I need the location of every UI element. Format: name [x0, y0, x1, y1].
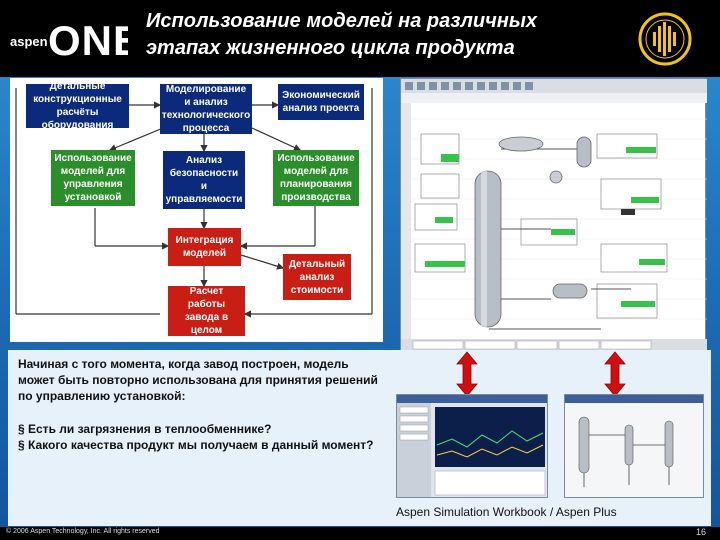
box-plant-calculation: Расчет работы завода в целом	[168, 286, 245, 336]
flowsheet-screenshot	[564, 394, 704, 498]
double-arrow-left-icon	[456, 351, 478, 397]
box-economic-analysis: Экономический анализ проекта	[278, 84, 364, 120]
bullet-item: § Какого качества продукт мы получаем в …	[18, 438, 374, 452]
logo-small-text: aspen	[10, 34, 48, 49]
slide-title: Использование моделей на различных этапа…	[146, 8, 626, 62]
box-cost-analysis: Детальный анализ стоимости	[283, 254, 351, 300]
caption: Aspen Simulation Workbook / Aspen Plus	[396, 505, 617, 519]
diagram-connectors	[15, 88, 373, 318]
double-arrows	[456, 351, 626, 397]
page-number: 16	[695, 527, 706, 537]
box-model-integration: Интеграция моделей	[168, 228, 241, 266]
brand-emblem-icon	[637, 8, 693, 70]
title-line-1: Использование моделей на различных	[146, 10, 538, 32]
double-arrow-right-icon	[604, 351, 626, 397]
aspen-one-logo: aspen ONE	[10, 12, 141, 66]
intro-text: Начиная с того момента, когда завод пост…	[18, 357, 378, 403]
box-process-modeling: Моделирование и анализ технологического …	[160, 84, 252, 134]
footer-bar: © 2006 Aspen Technology, Inc. All rights…	[0, 527, 720, 540]
copyright-text: © 2006 Aspen Technology, Inc. All rights…	[6, 528, 160, 535]
box-safety-analysis: Анализ безопасности и управляемости	[163, 151, 245, 209]
bullet-item: § Есть ли загрязнения в теплообменнике?	[18, 422, 272, 436]
bullet-list: § Есть ли загрязнения в теплообменнике? …	[18, 421, 378, 453]
header-bar: aspen ONE Использование моделей на разли…	[0, 0, 720, 77]
title-line-2: этапах жизненного цикла продукта	[146, 37, 515, 59]
lifecycle-diagram: Детальные конструкционные расчёты оборуд…	[10, 78, 383, 342]
box-planning-models: Использование моделей для планирования п…	[273, 150, 359, 206]
trend-chart-screenshot	[396, 394, 548, 498]
info-panel: Начиная с того момента, когда завод пост…	[8, 350, 711, 526]
excel-workbook-screenshot	[400, 78, 707, 351]
logo-large-text: ONE	[48, 17, 128, 64]
box-control-models: Использование моделей для управления уст…	[51, 150, 135, 206]
box-equipment-design: Детальные конструкционные расчёты оборуд…	[26, 81, 129, 131]
